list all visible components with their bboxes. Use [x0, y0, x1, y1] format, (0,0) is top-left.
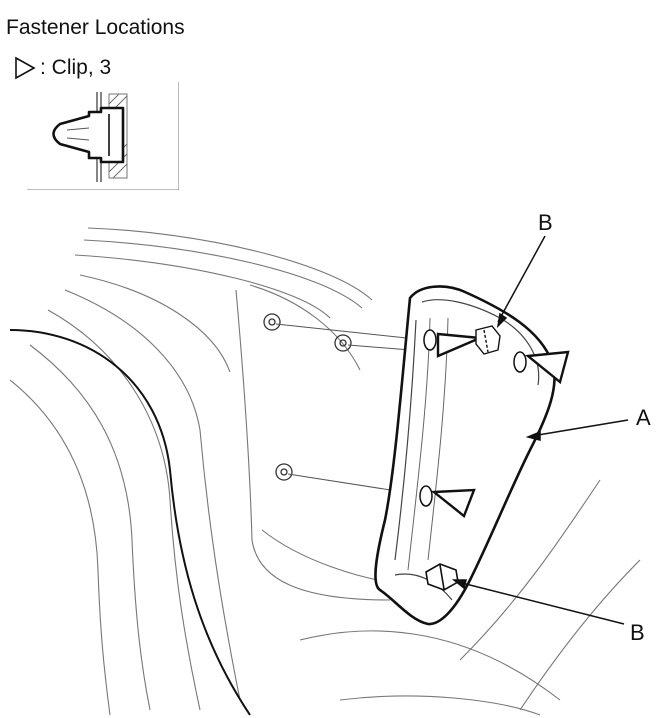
body-holes: [263, 313, 352, 481]
clip-detail-inset: [27, 82, 179, 190]
callout-a: A: [636, 405, 651, 430]
pillar-edge: [9, 329, 251, 716]
body-contour-lines: [9, 227, 641, 716]
leader-lines: [451, 235, 629, 625]
trim-panel-a: [374, 285, 556, 626]
hole-middle: [275, 463, 293, 481]
hole-upper-left: [263, 313, 281, 331]
clip-profile: [52, 106, 125, 164]
clip-upper-left-icon: [423, 329, 481, 358]
assembly-diagram: [9, 227, 641, 716]
clip-upper-right-icon: [513, 350, 570, 385]
fastener-b-upper-icon: [475, 325, 501, 355]
clip-triangle-icon: [14, 56, 36, 80]
diagram-title: Fastener Locations: [6, 16, 185, 39]
legend-label: : Clip, 3: [40, 56, 112, 79]
legend: : Clip, 3: [14, 56, 111, 80]
callout-b-top: B: [538, 210, 553, 235]
callout-b-bottom: B: [630, 620, 645, 645]
hole-upper-right: [334, 334, 352, 352]
clip-lower-icon: [419, 485, 476, 518]
